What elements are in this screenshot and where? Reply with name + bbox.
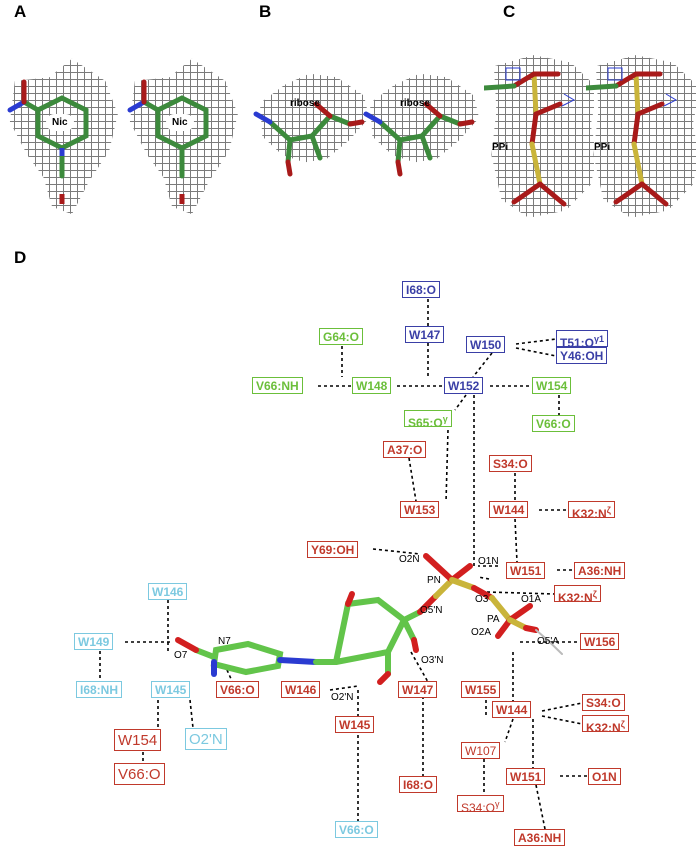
ribose-label: ribose — [290, 98, 321, 109]
atom-label: PN — [427, 575, 441, 586]
water-box: W107 — [461, 742, 501, 759]
atom-label: O7 — [174, 650, 188, 661]
water-box: W146 — [281, 681, 321, 698]
water-box: W151 — [506, 562, 546, 579]
residue-box: V66:O — [532, 415, 575, 432]
electron-density-mesh — [593, 55, 696, 218]
atom-box: O1N — [588, 768, 621, 785]
ribose-label: ribose — [400, 98, 431, 109]
nic-label: Nic — [166, 114, 194, 131]
atom-box: O2'N — [185, 728, 227, 750]
atom-label: O1A — [521, 594, 542, 605]
water-box: W144 — [489, 501, 529, 518]
residue-box: I68:O — [399, 776, 438, 793]
ribose-stick-model — [363, 101, 475, 177]
superscript-label: γ1 — [594, 334, 605, 344]
nic-stick-model — [127, 79, 209, 204]
residue-box: T51:Oγ1 — [556, 330, 609, 350]
density-ppi-left: PPi — [484, 44, 594, 229]
residue-box: Y46:OH — [556, 347, 608, 364]
panel-label-d: D — [14, 248, 27, 267]
atom-label: O5'A — [537, 636, 559, 647]
superscript-label: ζ — [592, 589, 597, 599]
residue-label: T51:O — [560, 336, 595, 350]
atom-label: O2N — [399, 554, 420, 565]
residue-box: V66:O — [114, 763, 165, 785]
water-box: W156 — [580, 633, 620, 650]
water-box: W147 — [405, 326, 445, 343]
density-ribose-left: ribose — [250, 44, 374, 229]
ppi-label: PPi — [492, 142, 509, 153]
residue-box: V66:O — [335, 821, 378, 838]
residue-label: K32:N — [586, 721, 621, 735]
water-box: W153 — [400, 501, 440, 518]
atom-label: O1N — [478, 556, 499, 567]
residue-label: K32:N — [558, 591, 593, 605]
electron-density-mesh — [491, 55, 594, 218]
residue-box: I68:O — [402, 281, 441, 298]
water-box: W154 — [532, 377, 572, 394]
residue-box: A36:NH — [574, 562, 626, 579]
ppi-stick-model — [586, 67, 678, 207]
residue-box: Y69:OH — [307, 541, 359, 558]
atom-label: N7 — [218, 636, 231, 647]
water-box: W145 — [151, 681, 191, 698]
superscript-label: γ — [442, 414, 448, 424]
water-box: W149 — [74, 633, 114, 650]
superscript-label: ζ — [606, 505, 611, 515]
water-box: W154 — [114, 729, 162, 751]
atom-label: O3'N — [421, 655, 444, 666]
nic-stick-model — [7, 79, 89, 204]
ppi-stick-model — [484, 67, 576, 207]
residue-box: S65:Oγ — [404, 410, 452, 430]
water-box: W150 — [466, 336, 506, 353]
ppi-label: PPi — [594, 142, 611, 153]
residue-box: A37:O — [383, 441, 427, 458]
residue-label: S34:O — [461, 801, 496, 815]
residue-box: I68:NH — [76, 681, 123, 698]
water-box: W145 — [335, 716, 375, 733]
water-box: W148 — [352, 377, 392, 394]
residue-box: K32:Nζ — [554, 585, 601, 605]
residue-box: S34:O — [489, 455, 532, 472]
superscript-label: ζ — [620, 719, 625, 729]
residue-box: G64:O — [319, 328, 364, 345]
residue-box: K32:Nζ — [582, 715, 629, 735]
residue-label: S65:O — [408, 416, 443, 430]
nic-label: Nic — [46, 114, 74, 131]
atom-label: O5'N — [420, 605, 443, 616]
residue-box: K32:Nζ — [568, 501, 615, 521]
residue-box: V66:NH — [252, 377, 303, 394]
water-box: W155 — [461, 681, 501, 698]
density-ppi-right: PPi — [586, 44, 696, 229]
water-box: W152 — [444, 377, 484, 394]
residue-box: A36:NH — [514, 829, 566, 846]
density-ribose-right: ribose — [360, 44, 484, 229]
residue-box: S34:Oγ — [457, 795, 504, 815]
density-nic-left: Nic — [0, 44, 124, 229]
superscript-label: γ — [495, 799, 500, 809]
atom-label: O2A — [471, 627, 492, 638]
atom-label: O2'N — [331, 692, 354, 703]
density-nic-right: Nic — [120, 44, 244, 229]
residue-box: S34:O — [582, 694, 625, 711]
residue-label: K32:N — [572, 507, 607, 521]
atom-label: PA — [487, 614, 500, 625]
panel-label-c: C — [503, 2, 516, 21]
panel-label-b: B — [259, 2, 272, 21]
ribose-stick-model — [253, 101, 365, 177]
panel-label-a: A — [14, 2, 27, 21]
water-box: W144 — [492, 701, 532, 718]
water-box: W147 — [398, 681, 438, 698]
atom-label: O3 — [475, 594, 489, 605]
water-box: W151 — [506, 768, 546, 785]
residue-box: V66:O — [216, 681, 259, 698]
water-box: W146 — [148, 583, 188, 600]
